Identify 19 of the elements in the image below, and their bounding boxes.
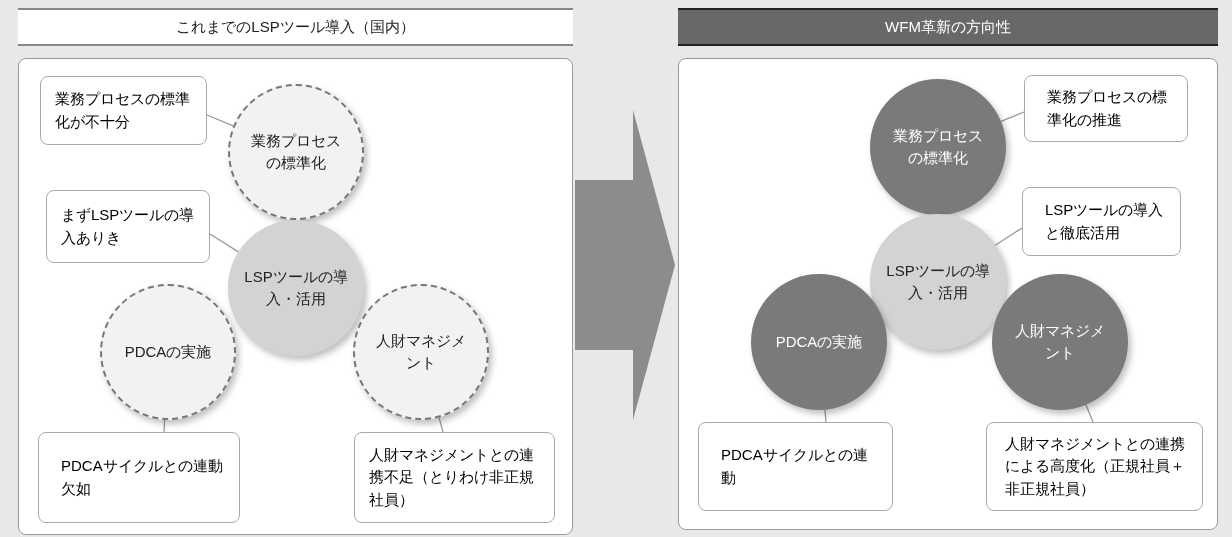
leader-line xyxy=(206,114,234,127)
leader-line xyxy=(438,416,444,433)
leader-line xyxy=(994,227,1023,246)
speech-bubble: 業務プロセスの標準化が不十分 xyxy=(40,76,207,145)
speech-bubble: PDCAサイクルとの連動欠如 xyxy=(38,432,240,523)
leader-line xyxy=(1085,404,1094,423)
leader-line xyxy=(1000,111,1025,123)
header-bar: WFM革新の方向性 xyxy=(678,8,1218,46)
leader-line xyxy=(163,419,166,433)
speech-bubble: 人財マネジメントとの連携不足（とりわけ非正規社員） xyxy=(354,432,555,523)
speech-bubble: PDCAサイクルとの連動 xyxy=(698,422,893,511)
header-bar: これまでのLSPツール導入（国内） xyxy=(18,8,573,46)
speech-bubble: 人財マネジメントとの連携による高度化（正規社員＋非正規社員） xyxy=(986,422,1203,511)
speech-bubble: LSPツールの導入と徹底活用 xyxy=(1022,187,1181,256)
leader-line xyxy=(824,409,827,423)
arrow xyxy=(575,110,675,420)
speech-bubble: 業務プロセスの標準化の推進 xyxy=(1024,75,1188,142)
speech-bubble: まずLSPツールの導入ありき xyxy=(46,190,210,263)
leader-line xyxy=(209,233,240,253)
